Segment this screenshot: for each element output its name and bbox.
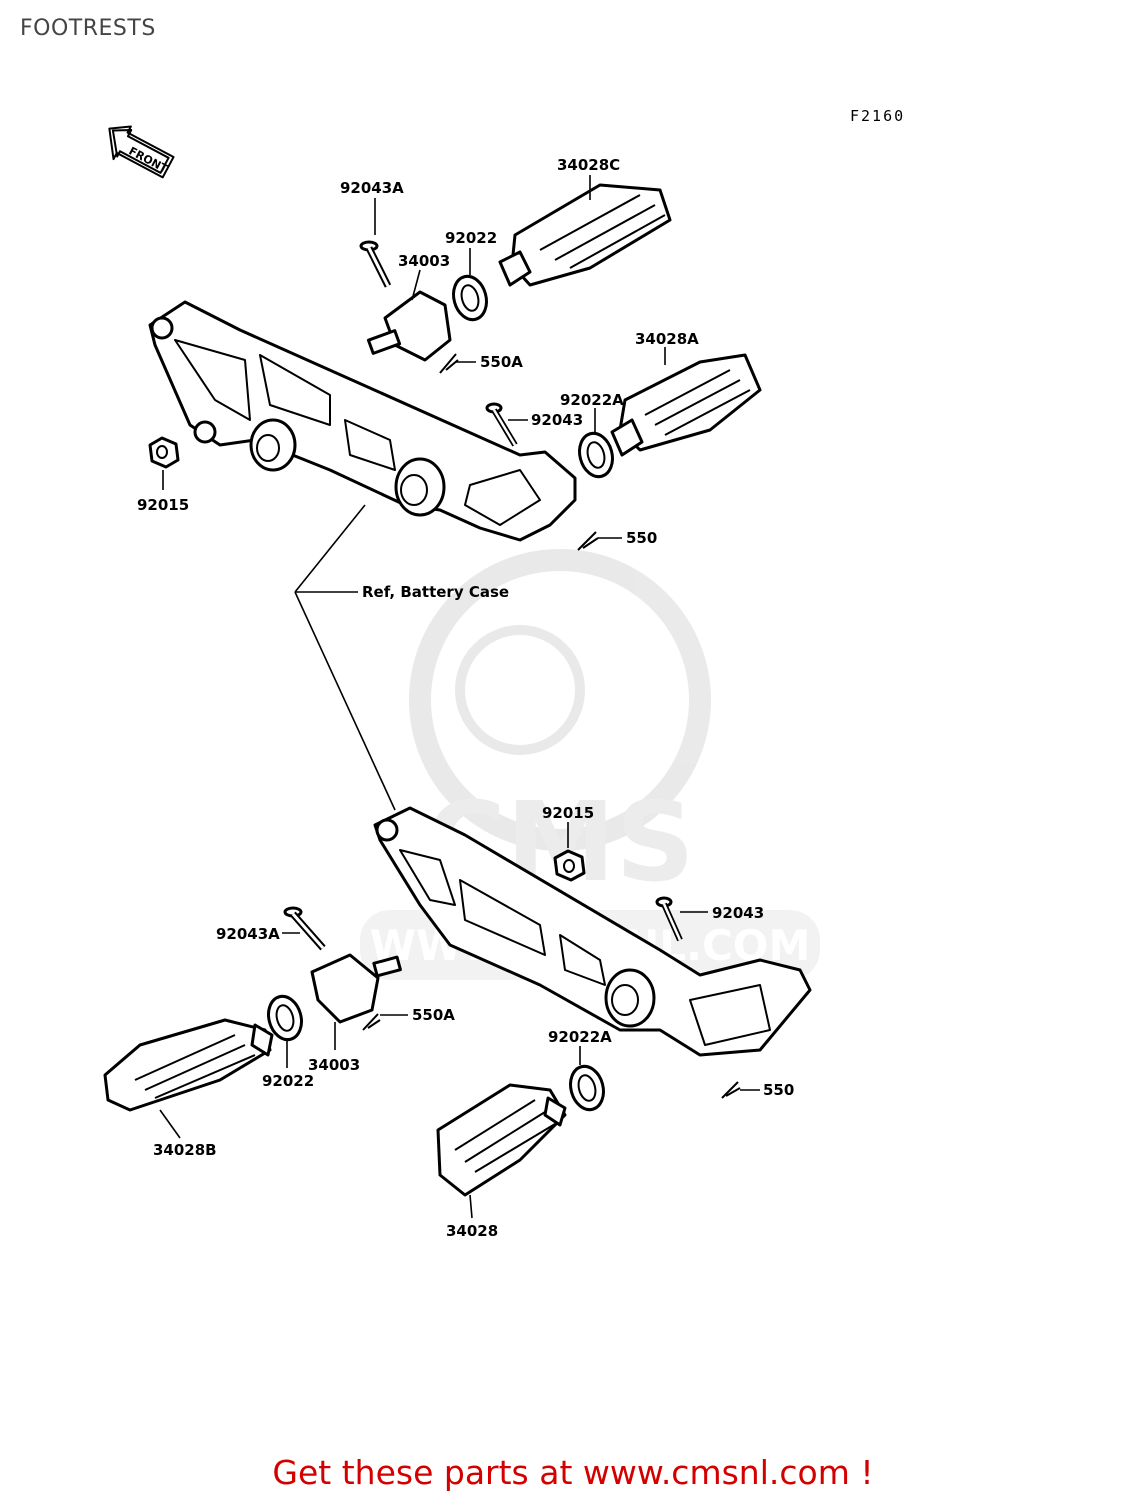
lower-footrest-bracket: [373, 806, 812, 1057]
label-34003-lower: 34003: [308, 1056, 360, 1074]
footpeg-34028A: [610, 353, 762, 457]
washer-92022A-lower: [569, 1064, 605, 1112]
footpeg-34028B: [103, 1018, 274, 1112]
label-550A-lower: 550A: [412, 1006, 455, 1024]
label-ref-battery-case: Ref, Battery Case: [362, 583, 509, 601]
washer-92022-lower: [267, 994, 303, 1042]
bracket-34003-lower: [310, 953, 402, 1024]
label-92043A-lower: 92043A: [216, 925, 280, 943]
figure-code: F2160: [850, 107, 905, 125]
cotter-pin-550-upper: [577, 531, 599, 551]
footpeg-34028C: [498, 183, 672, 287]
promo-link[interactable]: Get these parts at www.cmsnl.com !: [272, 1453, 874, 1492]
label-34003-upper: 34003: [398, 252, 450, 270]
upper-footrest-bracket: [148, 300, 577, 542]
label-92022A-upper: 92022A: [560, 391, 624, 409]
label-34028A: 34028A: [635, 330, 699, 348]
label-92022A-lower: 92022A: [548, 1028, 612, 1046]
washer-92022-upper: [452, 274, 488, 322]
label-550A-upper: 550A: [480, 353, 523, 371]
front-arrow-icon: FRONT: [108, 125, 175, 179]
label-92043-lower: 92043: [712, 904, 764, 922]
label-92022-upper: 92022: [445, 229, 497, 247]
label-92043A-upper: 92043A: [340, 179, 404, 197]
cotter-pin-550-lower: [721, 1081, 741, 1099]
nut-92015-lower: [553, 849, 586, 882]
pin-92043-lower: [655, 896, 683, 942]
bracket-34003-upper: [366, 290, 452, 362]
label-34028C: 34028C: [557, 156, 620, 174]
label-92015-upper: 92015: [137, 496, 189, 514]
cotter-pin-550A-lower: [362, 1013, 381, 1031]
label-92022-lower: 92022: [262, 1072, 314, 1090]
label-92043-upper: 92043: [531, 411, 583, 429]
label-550-lower: 550: [763, 1081, 794, 1099]
label-92015-lower: 92015: [542, 804, 594, 822]
label-34028B: 34028B: [153, 1141, 217, 1159]
cotter-pin-550A-upper: [439, 353, 459, 374]
pin-92043A-lower: [283, 906, 326, 951]
label-550-upper: 550: [626, 529, 657, 547]
label-34028: 34028: [446, 1222, 498, 1240]
page-title: FOOTRESTS: [20, 16, 156, 41]
front-label: FRONT: [127, 144, 171, 175]
washer-92022A-upper: [578, 431, 614, 479]
pin-92043-upper: [485, 402, 518, 447]
leader-lines: [159, 175, 760, 1219]
footpeg-34028: [436, 1083, 567, 1197]
nut-92015-upper: [148, 436, 180, 469]
pin-92043A-upper: [359, 240, 392, 288]
